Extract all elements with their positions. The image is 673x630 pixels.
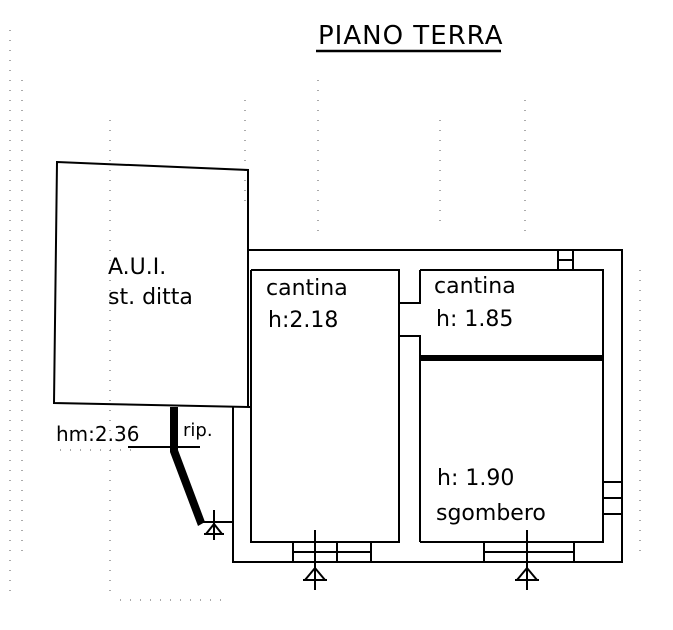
cantina-left-name: cantina	[266, 276, 348, 301]
sgombero-name: sgombero	[436, 501, 546, 526]
rip-label: rip.	[183, 420, 213, 441]
cantina-left-height: h:2.18	[268, 308, 338, 333]
partition-wall	[398, 270, 421, 542]
cantina-right-name: cantina	[434, 274, 516, 299]
plan-title: PIANO TERRA	[318, 21, 503, 51]
scan-dots	[9, 30, 641, 601]
entrance-marker-right	[515, 530, 539, 590]
aui-label: A.U.I.	[108, 255, 166, 280]
hm-label: hm:2.36	[56, 422, 139, 446]
ramp: rip.	[170, 407, 233, 526]
entrance-marker-left	[303, 530, 327, 590]
aui-block: A.U.I. st. ditta	[52, 160, 249, 409]
bottom-openings	[292, 541, 575, 563]
sgombero-height: h: 1.90	[437, 466, 514, 491]
aui-sublabel: st. ditta	[108, 285, 193, 310]
cantina-right-height: h: 1.85	[436, 307, 513, 332]
left-cantina-walls	[247, 250, 251, 408]
entrance-marker-ramp	[204, 510, 224, 540]
room-divider	[420, 355, 603, 361]
